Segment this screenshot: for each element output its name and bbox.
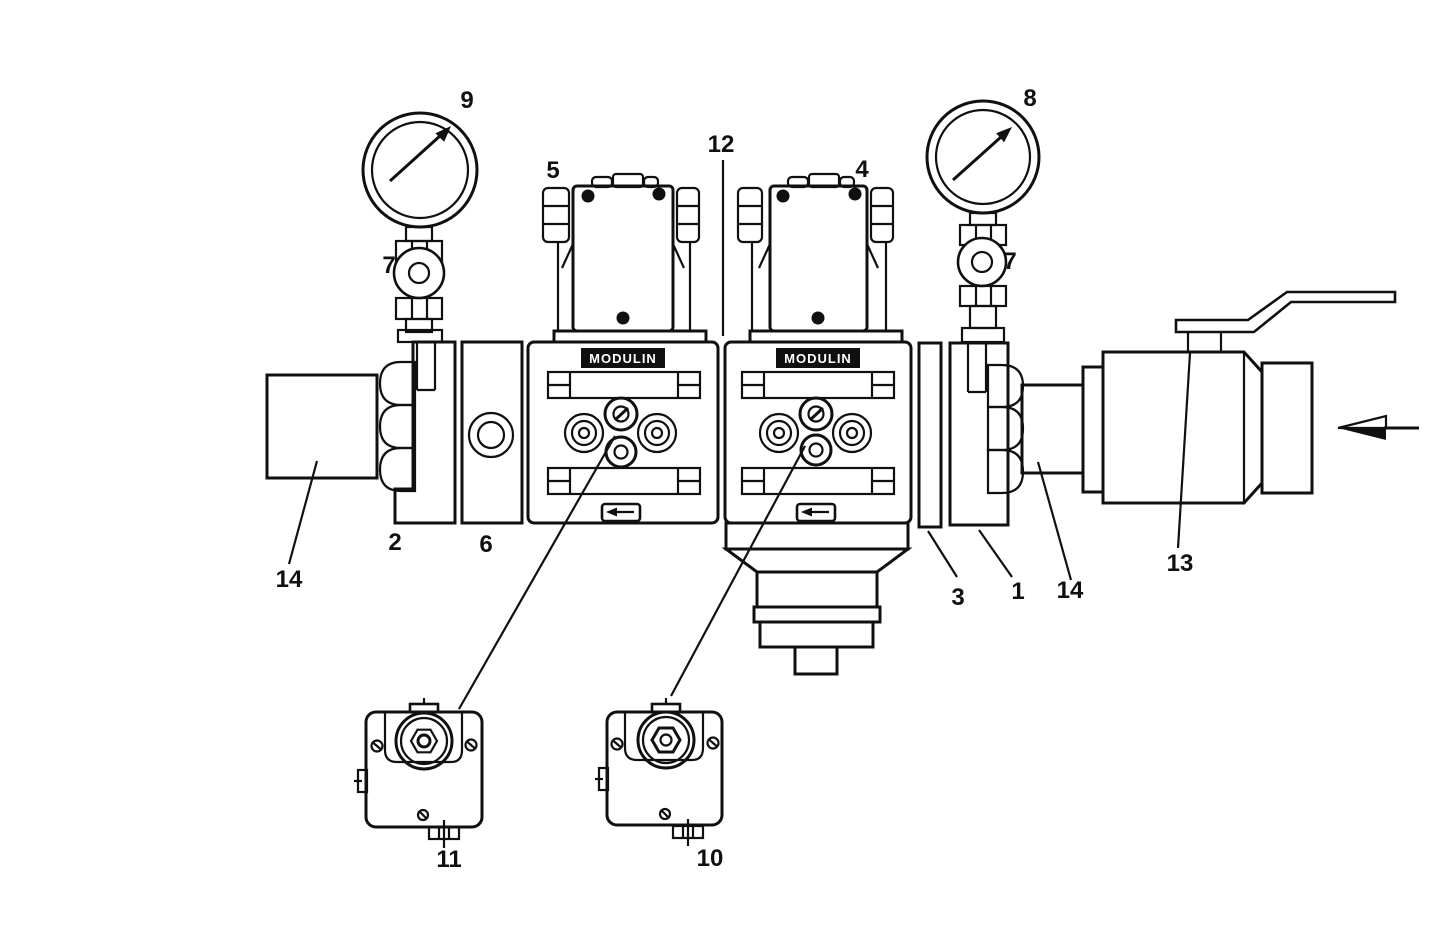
brand-label-right: MODULIN [784,351,852,366]
valve-body-right: MODULIN [723,340,913,525]
pipe-connection-right: 14 [1020,383,1085,604]
reducer-stack [721,521,913,676]
adjust-screw-port [798,396,834,432]
ball-valve-handle [1174,290,1397,334]
ball-valve: 13 [1081,290,1397,577]
solenoid-head-right: 4 [736,156,904,344]
end-plate-right: 1 [948,341,1025,605]
label-14-right: 14 [1057,577,1084,604]
brand-plate-left [581,348,665,368]
hex-nut-right [986,363,1025,495]
label-1: 1 [1011,578,1024,605]
valve-body-left: MODULIN [526,340,720,525]
label-9: 9 [460,87,473,114]
hex-nut-left [378,360,417,493]
gauge-needle-arrow [996,127,1012,143]
label-14-left: 14 [276,566,303,593]
adjust-screw-port [603,396,639,432]
label-8: 8 [1023,85,1036,112]
label-4: 4 [855,156,869,183]
spacer-plate: 6 [460,340,524,558]
pressure-gauge-left: 9 [361,87,479,229]
pilot-valve-left: 11 [354,698,484,873]
pipe-connection-left: 14 [265,373,379,593]
solenoid-head-left: 5 [541,157,708,344]
label-6: 6 [479,531,492,558]
flow-direction-arrow [1337,414,1419,440]
label-11: 11 [436,846,461,873]
label-5: 5 [546,157,559,184]
brand-plate-right [776,348,860,368]
gauge-needle-arrow [435,126,451,142]
label-7-left: 7 [382,252,395,279]
leader-to-11 [458,435,616,710]
end-plate-left: 2 [388,340,457,556]
label-3: 3 [951,584,964,611]
label-12: 12 [708,131,735,158]
label-7-right: 7 [1003,248,1016,275]
label-13: 13 [1167,550,1194,577]
gauge-isolator-valve-left: 7 [382,225,446,344]
leader-to-10 [670,445,806,697]
module-interface: 12 [708,131,735,336]
seal-plate: 3 [917,341,965,611]
pressure-gauge-right: 8 [925,85,1041,215]
label-2: 2 [388,529,401,556]
gauge-isolator-valve-right: 7 [956,211,1017,344]
brand-label-left: MODULIN [589,351,657,366]
label-10: 10 [697,845,724,872]
pilot-valve-right: 10 [595,698,724,872]
